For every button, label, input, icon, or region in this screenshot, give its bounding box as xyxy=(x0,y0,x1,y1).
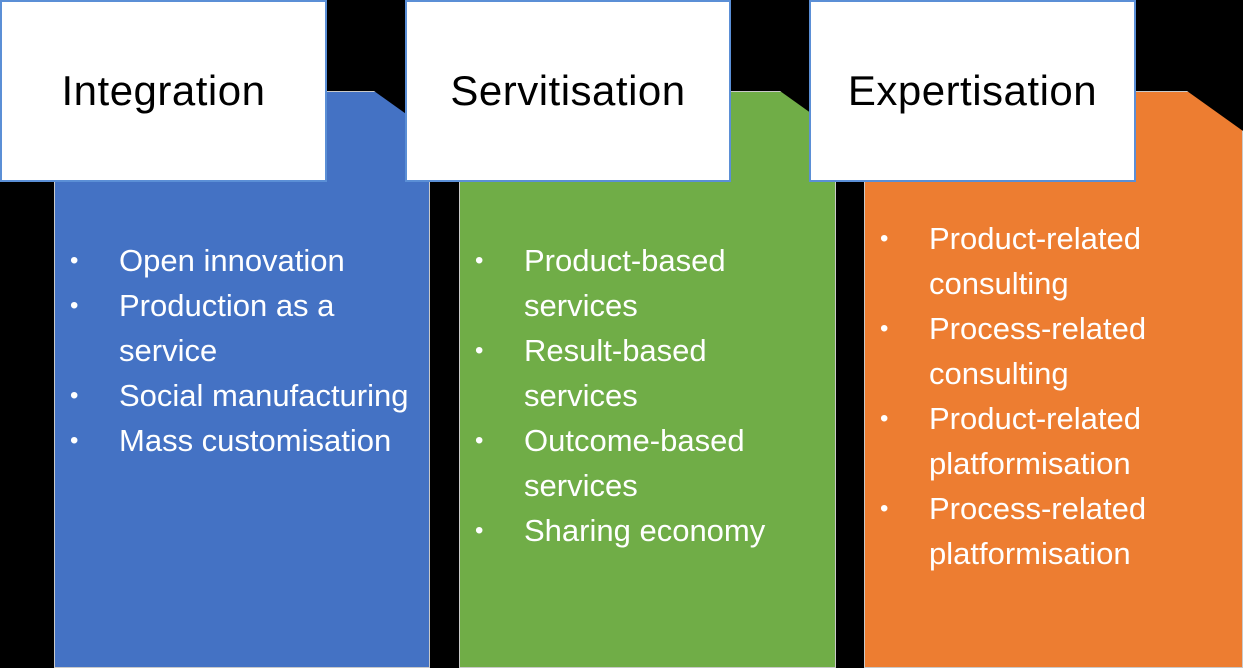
integration-item-open-innovation: Open innovation xyxy=(56,238,416,283)
expertisation-item-product-platformisation: Product-related platformisation xyxy=(866,396,1236,486)
integration-title-text: Integration xyxy=(61,67,266,114)
integration-item-social-manufacturing: Social manufacturing xyxy=(56,373,416,418)
integration-item-production-as-a-service: Production as a service xyxy=(56,283,416,373)
servitisation-item-result-based: Result-based services xyxy=(461,328,821,418)
servitisation-title-text: Servitisation xyxy=(450,67,686,114)
servitisation-item-sharing-economy: Sharing economy xyxy=(461,508,821,553)
servitisation-item-outcome-based: Outcome-based services xyxy=(461,418,821,508)
expertisation-item-product-consulting: Product-related consulting xyxy=(866,216,1236,306)
integration-title: Integration xyxy=(0,0,327,182)
expertisation-title-text: Expertisation xyxy=(847,67,1098,114)
expertisation-list: Product-related consulting Process-relat… xyxy=(866,216,1236,576)
integration-list: Open innovation Production as a service … xyxy=(56,238,416,463)
expertisation-title: Expertisation xyxy=(809,0,1136,182)
servitisation-item-product-based: Product-based services xyxy=(461,238,821,328)
servitisation-title: Servitisation xyxy=(405,0,731,182)
integration-item-mass-customisation: Mass customisation xyxy=(56,418,416,463)
expertisation-item-process-consulting: Process-related consulting xyxy=(866,306,1236,396)
expertisation-item-process-platformisation: Process-related platformisation xyxy=(866,486,1236,576)
servitisation-list: Product-based services Result-based serv… xyxy=(461,238,821,553)
